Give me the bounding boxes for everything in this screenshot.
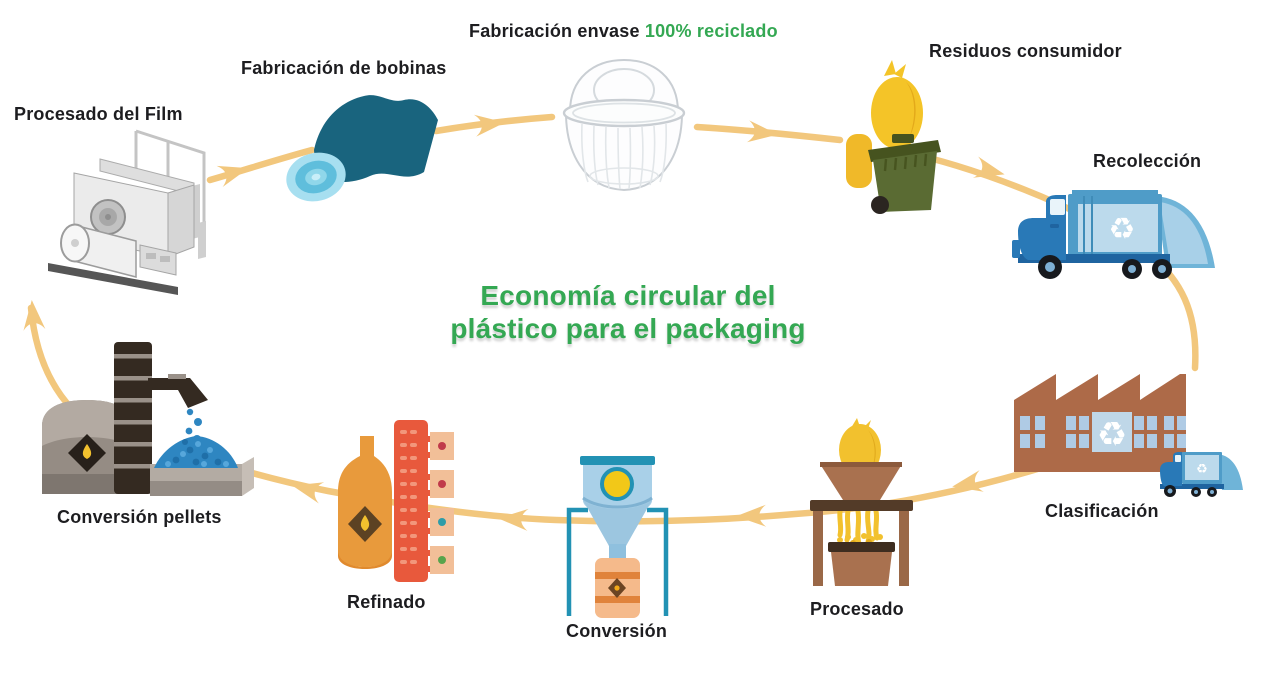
- roll-end: [286, 152, 346, 202]
- bin-wheel: [871, 196, 889, 214]
- garbage-truck-illustration: ♻: [1012, 190, 1215, 279]
- tower-cells: [424, 432, 454, 574]
- label-conversion: Conversión: [566, 621, 668, 641]
- arrowheads: [23, 114, 1005, 531]
- refinery-illustration: [338, 420, 454, 582]
- bobbin-illustration: [286, 95, 438, 202]
- wheelie-bin: [868, 134, 941, 214]
- shredder-illustration: [810, 418, 913, 586]
- recycle-icon: ♻: [1097, 415, 1127, 455]
- yellow-bag: [871, 60, 923, 149]
- pellet-heap: [154, 436, 238, 468]
- label-clasificacion: Clasificación: [1045, 501, 1159, 521]
- hopper-frame: [566, 507, 669, 616]
- cab-window: [1050, 199, 1065, 215]
- label-procesado: Procesado: [810, 599, 904, 619]
- flakes: [837, 533, 883, 546]
- oil-tank: [42, 400, 132, 494]
- waste-bin-illustration: [846, 60, 941, 214]
- page-title: Economía circular del plástico para el p…: [398, 279, 858, 345]
- label-residuos-consumidor: Residuos consumidor: [929, 41, 1122, 61]
- recycle-icon: ♻: [1109, 212, 1136, 247]
- factory-windows: [1020, 416, 1186, 448]
- title-line-2: plástico para el packaging: [450, 313, 806, 344]
- small-truck-illustration: ♻: [1160, 452, 1243, 497]
- hopper-illustration: [566, 456, 669, 618]
- film-machine-illustration: [48, 129, 206, 295]
- film-ribbon: [314, 95, 438, 183]
- label-fabricacion-envase-text: Fabricación envase: [469, 21, 640, 41]
- label-recoleccion: Recolección: [1093, 151, 1202, 171]
- oil-bottle: [338, 436, 392, 569]
- distillation-tower: [394, 420, 454, 582]
- porthole: [600, 467, 634, 501]
- barrel: [595, 558, 640, 618]
- extruder-column: [114, 342, 208, 494]
- pellets-plant-illustration: [42, 342, 254, 496]
- arrow-film-to-bobinas: [206, 146, 316, 184]
- title-line-1: Economía circular del: [480, 280, 776, 311]
- factory-illustration: ♻: [1014, 374, 1186, 472]
- label-100-reciclado: 100% reciclado: [644, 21, 778, 41]
- label-refinado: Refinado: [347, 592, 426, 612]
- label-fabricacion-bobinas: Fabricación de bobinas: [241, 58, 447, 78]
- label-conversion-pellets: Conversión pellets: [57, 507, 222, 527]
- plastic-container-illustration: [562, 58, 686, 192]
- small-bag: [846, 134, 872, 188]
- spout: [148, 378, 208, 408]
- recycle-icon: ♻: [1196, 462, 1208, 477]
- label-procesado-film: Procesado del Film: [14, 104, 183, 124]
- label-fabricacion-envase: Fabricación envase 100% reciclado: [469, 21, 778, 42]
